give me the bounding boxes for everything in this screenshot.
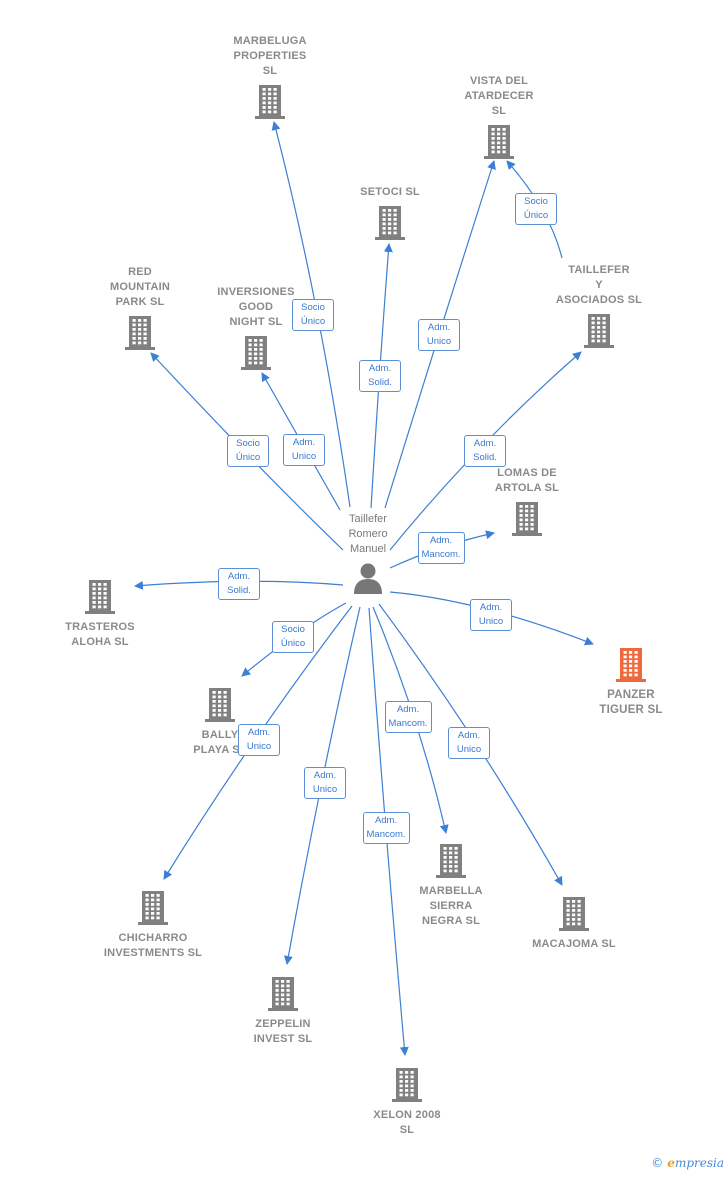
company-node-bally[interactable]: BALLY PLAYA SL (155, 686, 285, 758)
company-name: PANZER TIGUER SL (599, 689, 663, 716)
relation-label-bally[interactable]: Socio Único (272, 621, 314, 653)
relation-label-vista[interactable]: Adm. Unico (418, 319, 460, 351)
copyright-symbol: © (651, 1156, 664, 1170)
building-icon (375, 206, 405, 240)
building-icon (255, 85, 285, 119)
building-icon (125, 316, 155, 350)
company-name: TRASTEROS ALOHA SL (65, 621, 135, 648)
relation-label-zeppelin[interactable]: Adm. Unico (304, 767, 346, 799)
person-icon (354, 563, 382, 594)
relation-label-inversiones[interactable]: Adm. Unico (283, 434, 325, 466)
company-node-lomas[interactable]: LOMAS DE ARTOLA SL (462, 466, 592, 536)
company-name: VISTA DEL ATARDECER SL (464, 75, 534, 117)
person-name: Taillefer Romero Manuel (348, 513, 388, 555)
relation-label-marbeluga[interactable]: Socio Único (292, 299, 334, 331)
center-person-node[interactable]: Taillefer Romero Manuel (308, 512, 428, 595)
relation-label-chicharro[interactable]: Adm. Unico (238, 724, 280, 756)
relation-label-setoci[interactable]: Adm. Solid. (359, 360, 401, 392)
building-icon (268, 977, 298, 1011)
building-icon (512, 502, 542, 536)
building-icon (392, 1068, 422, 1102)
brand-initial: e (667, 1156, 675, 1170)
building-icon (616, 648, 646, 682)
company-name: CHICHARRO INVESTMENTS SL (103, 932, 203, 959)
company-name: MACAJOMA SL (532, 938, 616, 950)
building-icon (138, 891, 168, 925)
company-node-setoci[interactable]: SETOCI SL (325, 185, 455, 240)
building-icon (241, 336, 271, 370)
relation-label-trasteros[interactable]: Adm. Solid. (218, 568, 260, 600)
company-node-vista[interactable]: VISTA DEL ATARDECER SL (434, 74, 564, 159)
building-icon (484, 125, 514, 159)
brand-footer: ©empresia (651, 1156, 724, 1170)
building-icon (559, 897, 589, 931)
company-name: TAILLEFER Y ASOCIADOS SL (555, 264, 643, 306)
relation-label-vista[interactable]: Socio Único (515, 193, 557, 225)
company-node-marbella[interactable]: MARBELLA SIERRA NEGRA SL (386, 842, 516, 929)
company-node-chicharro[interactable]: CHICHARRO INVESTMENTS SL (88, 889, 218, 961)
company-node-panzer[interactable]: PANZER TIGUER SL (566, 646, 696, 718)
building-icon (436, 844, 466, 878)
company-name: SETOCI SL (360, 186, 420, 198)
building-icon (85, 580, 115, 614)
company-name: MARBELUGA PROPERTIES SL (233, 35, 307, 77)
relation-label-macajoma[interactable]: Adm. Unico (448, 727, 490, 759)
building-icon (205, 688, 235, 722)
relation-label-lomas[interactable]: Adm. Mancom. (417, 532, 465, 564)
company-node-inversiones[interactable]: INVERSIONES GOOD NIGHT SL (191, 285, 321, 370)
company-name: MARBELLA SIERRA NEGRA SL (419, 885, 483, 927)
company-name: LOMAS DE ARTOLA SL (494, 467, 560, 494)
relation-label-xelon[interactable]: Adm. Mancom. (362, 812, 410, 844)
company-node-xelon[interactable]: XELON 2008 SL (342, 1066, 472, 1138)
company-name: ZEPPELIN INVEST SL (253, 1018, 313, 1045)
company-node-trasteros[interactable]: TRASTEROS ALOHA SL (35, 578, 165, 650)
relation-label-red[interactable]: Socio Único (227, 435, 269, 467)
company-name: XELON 2008 SL (373, 1109, 441, 1136)
company-node-marbeluga[interactable]: MARBELUGA PROPERTIES SL (205, 34, 335, 119)
building-icon (584, 314, 614, 348)
company-name: RED MOUNTAIN PARK SL (109, 266, 171, 308)
company-node-red[interactable]: RED MOUNTAIN PARK SL (75, 265, 205, 350)
company-node-taillefer[interactable]: TAILLEFER Y ASOCIADOS SL (534, 263, 664, 348)
brand-name: mpresia (674, 1156, 724, 1170)
company-node-zeppelin[interactable]: ZEPPELIN INVEST SL (218, 975, 348, 1047)
relation-label-taillefer[interactable]: Adm. Solid. (464, 435, 506, 467)
company-node-macajoma[interactable]: MACAJOMA SL (509, 895, 639, 952)
company-name: INVERSIONES GOOD NIGHT SL (217, 286, 295, 328)
relation-label-marbella[interactable]: Adm. Mancom. (384, 701, 432, 733)
relation-label-panzer[interactable]: Adm. Unico (470, 599, 512, 631)
